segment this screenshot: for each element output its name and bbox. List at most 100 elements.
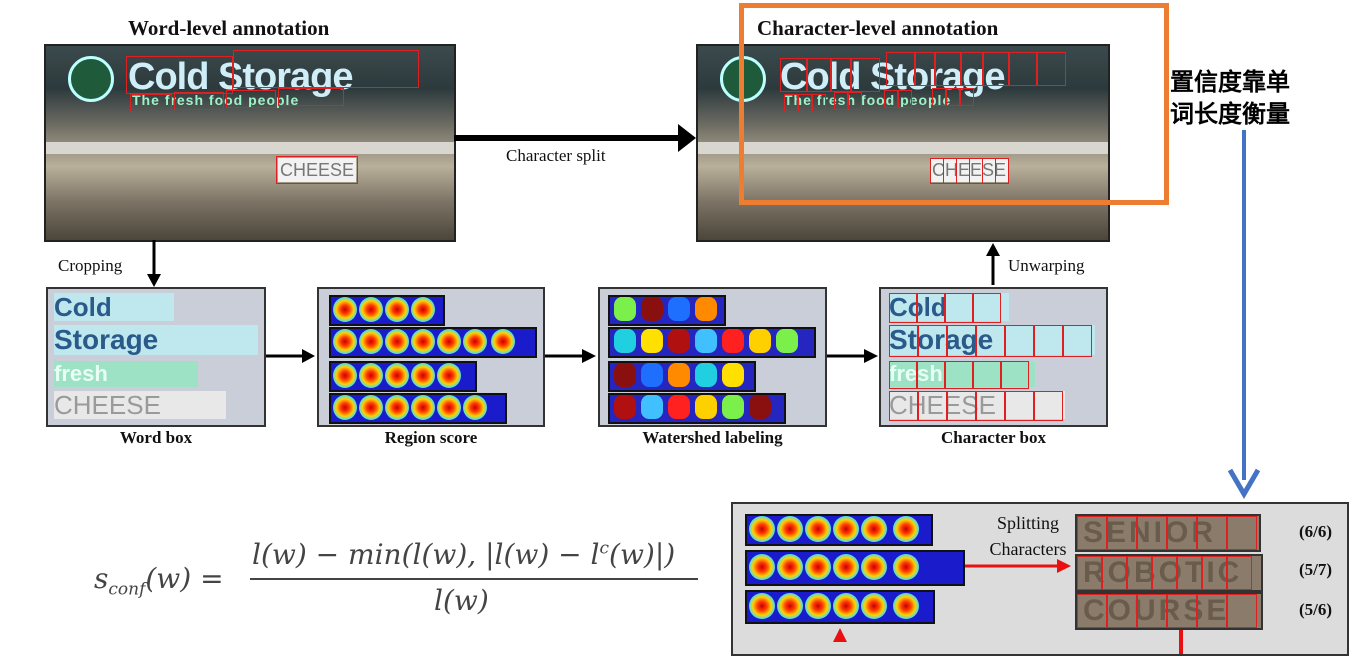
crop-word: Cold bbox=[54, 293, 174, 321]
example-char-box bbox=[1127, 556, 1152, 590]
heatmap-blob bbox=[385, 329, 409, 354]
crop-word: fresh bbox=[54, 361, 198, 387]
watershed-blob bbox=[749, 329, 771, 353]
region-score-panel bbox=[317, 287, 545, 427]
char-box bbox=[1005, 391, 1034, 421]
heatmap-blob bbox=[749, 554, 775, 580]
heatmap-blob bbox=[411, 395, 435, 420]
watershed-blob bbox=[749, 395, 771, 419]
formula-lhs: sconf(w) = bbox=[94, 562, 224, 600]
watershed-blob bbox=[695, 395, 717, 419]
example-char-box bbox=[1152, 556, 1177, 590]
word-box-caption: Word box bbox=[119, 428, 193, 447]
word-level-photo: Cold Storage The fresh food people CHEES… bbox=[44, 44, 456, 242]
char-box bbox=[960, 52, 984, 86]
heatmap-blob bbox=[491, 329, 515, 354]
char-level-photo: Cold Storage The fresh food people CHEES… bbox=[696, 44, 1110, 242]
unwarping-label: Unwarping bbox=[1008, 256, 1085, 275]
char-box bbox=[947, 325, 976, 357]
char-box bbox=[932, 88, 946, 106]
char-box bbox=[848, 92, 862, 110]
heatmap-blob bbox=[893, 593, 919, 619]
watershed-blob bbox=[722, 395, 744, 419]
heatmap-blob bbox=[805, 516, 831, 542]
character-split-label: Character split bbox=[506, 146, 606, 165]
apple-logo bbox=[68, 56, 114, 102]
sub-text: The fresh food people bbox=[132, 92, 300, 108]
char-box bbox=[960, 88, 974, 106]
char-box bbox=[917, 361, 945, 389]
splitting-characters-label: Splitting Characters bbox=[989, 513, 1067, 559]
char-box bbox=[917, 293, 945, 323]
heatmap-blob bbox=[833, 516, 859, 542]
char-box bbox=[918, 391, 947, 421]
char-box bbox=[918, 325, 947, 357]
watershed-blob bbox=[614, 363, 636, 387]
watershed-blob bbox=[641, 297, 663, 321]
char-box bbox=[1008, 52, 1038, 86]
example-char-box bbox=[1077, 594, 1107, 628]
highlight-frame bbox=[739, 3, 1169, 205]
heatmap-blob bbox=[359, 329, 383, 354]
character-box-panel: Cold Storage fresh CHEESE bbox=[879, 287, 1108, 427]
example-char-box bbox=[1227, 516, 1257, 550]
heatmap-blob bbox=[861, 593, 887, 619]
watershed-blob bbox=[695, 363, 717, 387]
heatmap-blob bbox=[385, 297, 409, 322]
note-arrow-head bbox=[1227, 468, 1261, 499]
confidence-note-line1: 置信度靠单 bbox=[1170, 68, 1290, 96]
char-box bbox=[784, 94, 798, 112]
heatmap-blob bbox=[385, 395, 409, 420]
watershed-panel bbox=[598, 287, 827, 427]
heatmap-blob bbox=[359, 395, 383, 420]
example-char-box bbox=[1107, 516, 1137, 550]
watershed-blob bbox=[668, 329, 690, 353]
formula-numerator: l(w) − min(l(w), |l(w) − lc(w)|) bbox=[252, 538, 676, 571]
word-box-cold bbox=[126, 56, 233, 94]
heatmap-blob bbox=[463, 329, 487, 354]
store-awning bbox=[46, 142, 454, 154]
confidence-note-line2: 词长度衡量 bbox=[1170, 100, 1290, 128]
heatmap-blob bbox=[777, 516, 803, 542]
char-box bbox=[947, 391, 976, 421]
heatmap-blob bbox=[833, 554, 859, 580]
heatmap-blob bbox=[805, 593, 831, 619]
char-box bbox=[1005, 325, 1034, 357]
watershed-blob bbox=[641, 395, 663, 419]
brand-text: Cold Storage bbox=[128, 56, 353, 98]
char-box bbox=[976, 325, 1005, 357]
red-arrow-up bbox=[833, 628, 847, 642]
example-score: (5/6) bbox=[1299, 600, 1333, 619]
char-box bbox=[945, 361, 973, 389]
heatmap-blob bbox=[861, 516, 887, 542]
watershed-blob bbox=[722, 363, 744, 387]
heatmap-blob bbox=[333, 395, 357, 420]
example-char-box bbox=[1197, 594, 1227, 628]
char-box bbox=[982, 52, 1010, 86]
heatmap-blob bbox=[893, 516, 919, 542]
heatmap-blob bbox=[333, 297, 357, 322]
example-char-box bbox=[1137, 516, 1167, 550]
heatmap-blob bbox=[437, 329, 461, 354]
example-word-crop: ROBOTIC bbox=[1075, 554, 1263, 592]
char-box bbox=[976, 391, 1005, 421]
example-char-box bbox=[1202, 556, 1227, 590]
char-box bbox=[780, 58, 808, 92]
heatmap-blob bbox=[749, 593, 775, 619]
cropping-label: Cropping bbox=[58, 256, 123, 275]
heatmap-blob bbox=[861, 554, 887, 580]
example-char-box bbox=[1077, 516, 1107, 550]
watershed-caption: Watershed labeling bbox=[642, 428, 783, 447]
heatmap-blob bbox=[437, 363, 461, 388]
watershed-blob bbox=[641, 329, 663, 353]
char-box bbox=[1034, 325, 1063, 357]
char-box bbox=[973, 361, 1001, 389]
watershed-blob bbox=[668, 395, 690, 419]
heatmap-blob bbox=[385, 363, 409, 388]
heatmap-blob bbox=[359, 297, 383, 322]
word-box-people bbox=[278, 88, 344, 106]
word-box-panel: Cold Storage fresh CHEESE bbox=[46, 287, 266, 427]
word-level-title: Word-level annotation bbox=[128, 16, 330, 40]
char-box bbox=[934, 52, 962, 86]
